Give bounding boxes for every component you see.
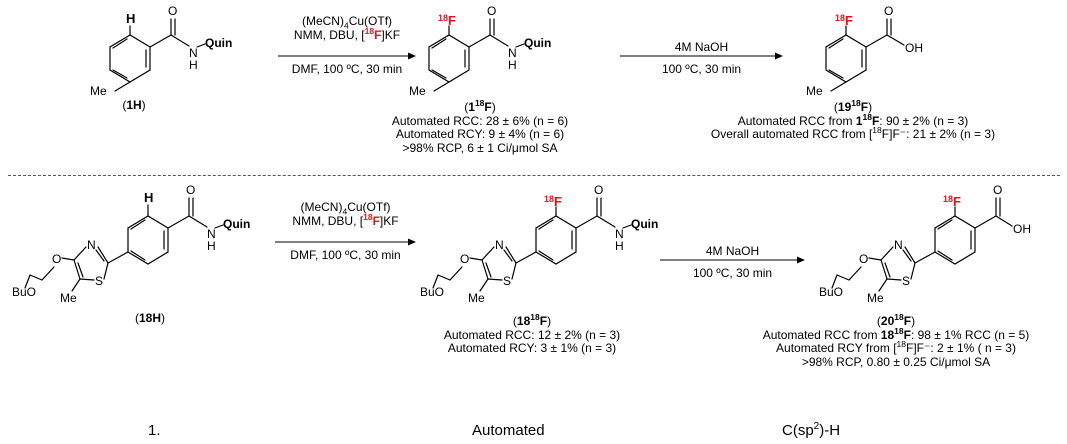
molecule-20-18F: 18 F O OH N S Me O BuO [819,183,1031,305]
svg-text:N: N [87,238,96,252]
compound-id-18H: (18H) [135,311,165,325]
svg-text:F: F [953,194,961,209]
molecule-18-18F: 18 F O N H Quin N S Me O BuO [420,183,658,305]
compound-id-1H: (1H) [122,98,145,112]
svg-text:O: O [594,183,603,197]
svg-text:S: S [95,274,103,288]
svg-text:BuO: BuO [819,285,843,299]
svg-text:BuO: BuO [12,285,36,299]
svg-text:N: N [508,46,517,60]
conditions-step2-row1-temp: 100 ºC, 30 min [661,62,742,76]
svg-text:O: O [859,252,868,266]
svg-text:O: O [460,252,469,266]
svg-text:Quin: Quin [631,217,658,231]
molecule-1H: H O N H Quin Me [90,4,232,98]
molecule-19-18F: 18 F O OH Me [806,4,923,98]
conditions-step2-row1: 4M NaOH [674,40,729,54]
svg-text:F: F [554,194,562,209]
svg-text:S: S [902,274,910,288]
svg-text:N: N [615,227,624,241]
conditions-step1-row2: (MeCN)4Cu(OTf) NMM, DBU, [18F]KF [292,200,399,228]
conditions-step1-row1: (MeCN)4Cu(OTf) NMM, DBU, [18F]KF [293,14,401,42]
svg-text:Me: Me [60,291,77,305]
svg-text:Quin: Quin [524,36,551,50]
footer-col3: C(sp2)-H [782,421,841,440]
isotope-label: 18 [438,13,448,23]
svg-text:BuO: BuO [420,285,444,299]
row-divider [8,175,1060,176]
quin-label: Quin [205,36,232,50]
svg-text:H: H [144,190,153,205]
nh-n-label: N [189,46,198,60]
molecule-1-18F: 18 F O N H Quin Me [409,4,551,98]
conditions-step2-row2-temp: 100 ºC, 30 min [692,266,773,280]
svg-text:O: O [52,252,61,266]
svg-text:N: N [207,227,216,241]
svg-text:O: O [186,183,195,197]
caption-product-18-18F: (1818F) Automated RCC: 12 ± 2% (n = 3) A… [443,312,621,355]
svg-text:N: N [495,238,504,252]
svg-text:F: F [845,13,853,28]
svg-text:18: 18 [544,194,554,204]
me-label: Me [90,84,107,98]
footer-col1: 1. [148,422,161,439]
conditions-step2-row2: 4M NaOH [705,244,760,258]
fluorine-label: F [448,13,456,28]
svg-text:S: S [503,274,511,288]
svg-text:H: H [207,239,216,253]
svg-text:O: O [884,4,893,18]
conditions-step1-row2-solvent: DMF, 100 ºC, 30 min [290,248,401,262]
svg-text:18: 18 [943,194,953,204]
nh-h-label: H [189,58,198,72]
o-label: O [168,4,177,18]
svg-text:Me: Me [468,291,485,305]
caption-product-19-18F: (1918F) Automated RCC from 118F: 90 ± 2%… [710,98,996,141]
svg-text:Me: Me [806,84,823,98]
svg-text:O: O [993,183,1002,197]
caption-product-20-18F: (2018F) Automated RCC from 1818F: 98 ± 1… [762,312,1030,369]
svg-text:H: H [508,58,517,72]
svg-text:H: H [615,239,624,253]
svg-text:18: 18 [835,13,845,23]
conditions-step1-row1-solvent: DMF, 100 ºC, 30 min [291,62,403,76]
svg-text:Me: Me [409,84,426,98]
svg-text:N: N [894,238,903,252]
molecule-18H: H O N H Quin N S Me O BuO [12,183,250,305]
svg-text:Me: Me [867,291,884,305]
svg-text:OH: OH [1013,222,1031,236]
h-label: H [126,11,135,26]
footer-col2: Automated [472,422,545,439]
svg-text:Quin: Quin [223,217,250,231]
caption-product-1-18F: (118F) Automated RCC: 28 ± 6% (n = 6) Au… [391,98,569,155]
oh-label: OH [905,41,923,55]
svg-text:O: O [487,4,496,18]
